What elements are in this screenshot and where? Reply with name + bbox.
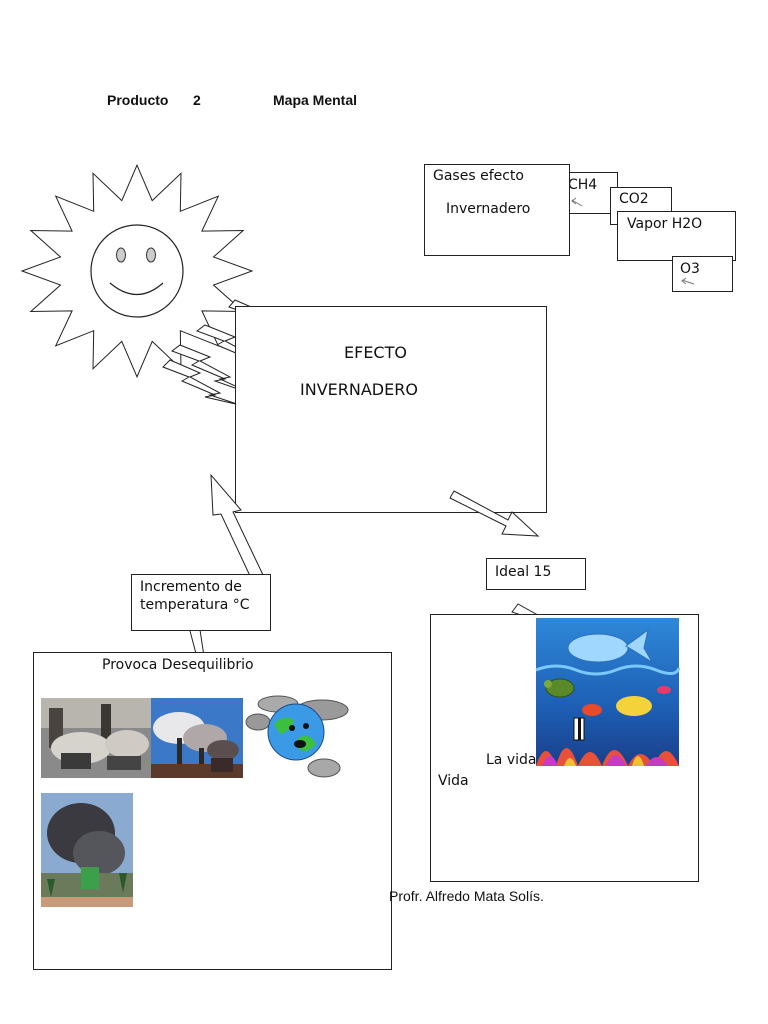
gases-title-box bbox=[424, 164, 570, 256]
sun-icon bbox=[20, 163, 254, 379]
greenhouse-main-box bbox=[235, 306, 547, 513]
gases-title-line1: Gases efecto bbox=[433, 168, 524, 184]
greenhouse-title-line2: INVERNADERO bbox=[300, 380, 418, 399]
gas-item-o3-box bbox=[672, 256, 733, 292]
consequence-label: Provoca Desequilibrio bbox=[102, 657, 254, 673]
factory-smoke-image bbox=[151, 698, 243, 778]
globe-icon bbox=[245, 695, 349, 778]
temperature-line1: Incremento de bbox=[140, 579, 242, 595]
product-label: Producto bbox=[107, 92, 169, 108]
ideal-label: Ideal 15 bbox=[495, 564, 552, 580]
greenhouse-title-line1: EFECTO bbox=[344, 343, 407, 362]
traffic-smog-image bbox=[41, 698, 151, 778]
la-vida-label: La vida bbox=[486, 752, 537, 768]
vida-label: Vida bbox=[438, 773, 469, 789]
gases-title-line2: Invernadero bbox=[446, 201, 531, 217]
map-title: Mapa Mental bbox=[273, 92, 358, 108]
gas-item-vapor-box bbox=[617, 211, 736, 261]
gas-item-co2: CO2 bbox=[619, 191, 649, 207]
ideal-box bbox=[486, 558, 586, 590]
gas-item-ch4: CH4 bbox=[568, 177, 598, 193]
arrow-icon bbox=[449, 490, 540, 537]
temperature-line2: temperatura °C bbox=[140, 597, 250, 613]
small-arrow-icon bbox=[681, 277, 695, 285]
gas-item-vapor: Vapor H2O bbox=[627, 216, 703, 232]
ocean-image bbox=[535, 618, 681, 766]
small-arrow-icon bbox=[571, 197, 583, 207]
city-smoke-image bbox=[41, 793, 133, 907]
arrow-icon bbox=[210, 473, 264, 579]
product-number: 2 bbox=[193, 92, 201, 108]
gas-item-o3: O3 bbox=[680, 261, 700, 277]
temperature-box bbox=[131, 574, 271, 631]
author-credit: Profr. Alfredo Mata Solís. bbox=[389, 888, 544, 904]
